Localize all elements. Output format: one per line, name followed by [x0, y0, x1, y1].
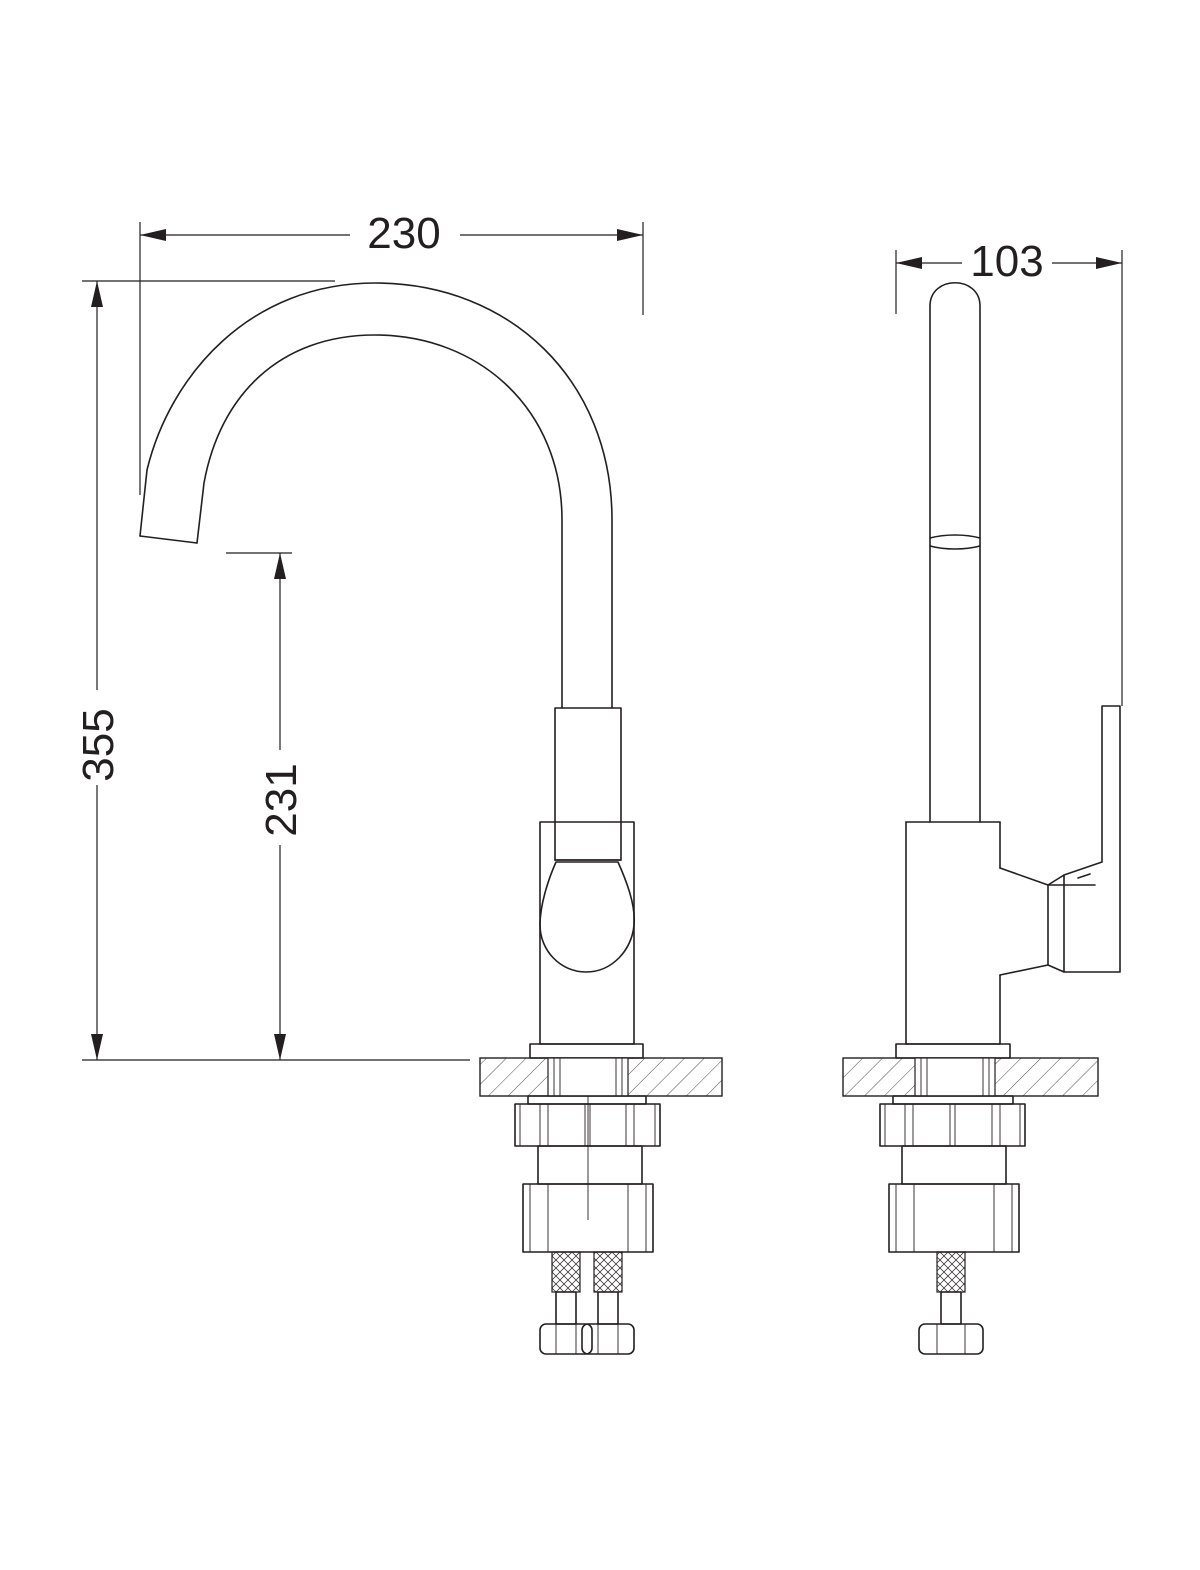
front-view: 230 355 231	[74, 209, 723, 1355]
dim-103: 103	[895, 237, 1123, 706]
side-mounting-nut	[879, 1095, 1026, 1253]
front-deck	[479, 1043, 723, 1097]
dim-231-label: 231	[257, 763, 306, 836]
front-body	[539, 707, 636, 1045]
side-view: 103	[842, 237, 1123, 1355]
side-lever	[1047, 705, 1121, 973]
dim-355: 355	[74, 280, 470, 1061]
front-spout	[139, 282, 613, 709]
front-supply-hoses	[539, 1251, 635, 1355]
dim-230: 230	[139, 209, 644, 495]
front-lever-handle	[539, 861, 636, 973]
dim-231: 231	[226, 552, 306, 1060]
side-supply-hose	[918, 1251, 984, 1355]
dim-355-label: 355	[74, 708, 123, 781]
side-spout	[929, 282, 981, 823]
side-deck	[842, 1043, 1099, 1097]
side-body	[905, 821, 1049, 1045]
dim-103-label: 103	[970, 237, 1043, 286]
front-mounting-nut	[514, 1095, 661, 1253]
dim-230-label: 230	[367, 209, 440, 258]
